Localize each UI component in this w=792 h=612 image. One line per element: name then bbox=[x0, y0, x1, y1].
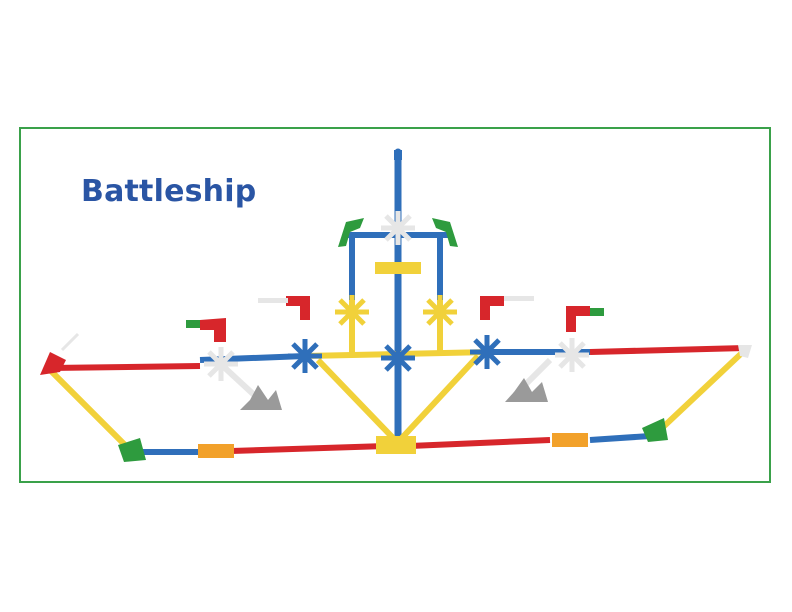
page-title: Battleship bbox=[81, 174, 257, 209]
connectors bbox=[40, 335, 752, 462]
upper-tower bbox=[335, 211, 458, 355]
hull-bottom bbox=[47, 347, 748, 458]
mast-blue-rod bbox=[394, 148, 402, 444]
illustration-frame bbox=[19, 127, 771, 483]
bow-line bbox=[60, 332, 80, 352]
gun-turrets bbox=[186, 296, 604, 342]
